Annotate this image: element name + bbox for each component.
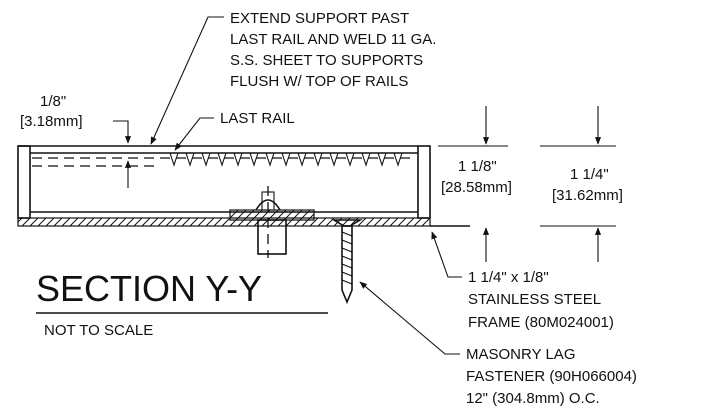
leader-last-rail xyxy=(174,117,214,151)
section-title: SECTION Y-Y xyxy=(36,268,262,309)
dimension-sheet-thickness-metric: [3.18mm] xyxy=(20,113,83,130)
rail xyxy=(233,152,243,167)
rail xyxy=(249,152,259,167)
frame-left-leg xyxy=(17,145,31,219)
dimension-overall-height-imperial: 1 1/4" xyxy=(570,166,609,183)
leader-extend-support xyxy=(150,16,224,145)
clip-plate xyxy=(229,209,315,221)
note-extend-support-line-3: S.S. SHEET TO SUPPORTS xyxy=(230,52,423,69)
note-frame-line-3: FRAME (80M024001) xyxy=(468,314,614,331)
note-fastener-line-3: 12" (304.8mm) O.C. xyxy=(466,390,600,407)
note-frame: 1 1/4" x 1/8" STAINLESS STEEL FRAME (80M… xyxy=(431,231,614,331)
bolt-nut xyxy=(257,219,287,255)
note-last-rail-label: LAST RAIL xyxy=(220,110,295,127)
masonry-lag-fastener xyxy=(331,219,363,305)
rails xyxy=(169,152,403,167)
note-extend-support-line-1: EXTEND SUPPORT PAST xyxy=(230,10,409,27)
lag-threads xyxy=(341,231,353,285)
rail xyxy=(265,152,275,167)
dimension-overall-height-metric: [31.62mm] xyxy=(552,187,623,204)
dimension-rail-height-metric: [28.58mm] xyxy=(441,179,512,196)
rail xyxy=(201,152,211,167)
dimension-rail-height: 1 1/8" [28.58mm] xyxy=(438,106,512,262)
section-title-block: SECTION Y-Y NOT TO SCALE xyxy=(36,268,328,339)
hatched-base xyxy=(17,217,431,227)
note-extend-support: EXTEND SUPPORT PAST LAST RAIL AND WELD 1… xyxy=(150,10,436,145)
lag-shank xyxy=(341,225,353,305)
rail xyxy=(361,152,371,167)
note-extend-support-line-4: FLUSH W/ TOP OF RAILS xyxy=(230,73,408,90)
dimension-arrow-top xyxy=(113,120,132,144)
rail xyxy=(393,152,403,167)
note-frame-line-1: 1 1/4" x 1/8" xyxy=(468,269,549,286)
rail xyxy=(281,152,291,167)
note-fastener-line-1: MASONRY LAG xyxy=(466,346,575,363)
rail xyxy=(297,152,307,167)
section-subtitle: NOT TO SCALE xyxy=(44,322,153,339)
leader-frame xyxy=(431,231,462,278)
rail xyxy=(169,152,179,167)
bolt-clip-assembly xyxy=(229,186,315,258)
rail xyxy=(329,152,339,167)
rail xyxy=(313,152,323,167)
note-fastener-line-2: FASTENER (90H066004) xyxy=(466,368,637,385)
rail xyxy=(345,152,355,167)
rail xyxy=(185,152,195,167)
dimension-overall-height: 1 1/4" [31.62mm] xyxy=(540,106,623,262)
note-fastener: MASONRY LAG FASTENER (90H066004) 12" (30… xyxy=(359,281,637,407)
note-extend-support-line-2: LAST RAIL AND WELD 11 GA. xyxy=(230,31,436,48)
bolt-head xyxy=(255,199,281,211)
rail xyxy=(377,152,387,167)
leader-fastener xyxy=(359,281,460,355)
dimension-sheet-thickness: 1/8" [3.18mm] xyxy=(20,93,132,188)
note-frame-line-2: STAINLESS STEEL xyxy=(468,291,601,308)
note-last-rail: LAST RAIL xyxy=(174,110,295,151)
frame-right-leg xyxy=(417,145,431,219)
rail xyxy=(217,152,227,167)
dimension-sheet-thickness-imperial: 1/8" xyxy=(40,93,66,110)
dimension-rail-height-imperial: 1 1/8" xyxy=(458,158,497,175)
